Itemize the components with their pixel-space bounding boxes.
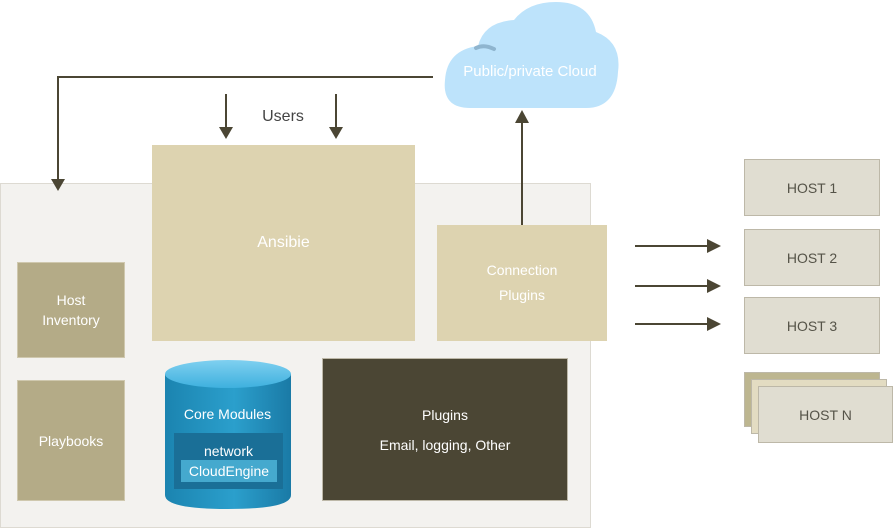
connection-plugins-line1: Connection	[486, 262, 558, 278]
plugins-title: Plugins	[422, 406, 468, 423]
cloudengine-label: CloudEngine	[181, 460, 277, 482]
ansible-box: Ansibie	[152, 145, 415, 341]
host-inventory-line1: Host	[56, 292, 86, 308]
connection-to-cloud-arrow	[515, 110, 529, 225]
network-label: network	[203, 443, 254, 459]
host-3-box: HOST 3	[744, 297, 880, 354]
cloud-label: Public/private Cloud	[463, 62, 597, 80]
host-2-box: HOST 2	[744, 229, 880, 286]
core-modules-label: Core Modules	[183, 406, 272, 422]
host-inventory-line2: Inventory	[42, 312, 100, 328]
host-arrow-1	[635, 239, 721, 253]
host-n-box: HOST N	[758, 386, 893, 443]
host-n-label: HOST N	[799, 406, 852, 423]
users-arrow-right	[329, 94, 343, 139]
host-arrow-3	[635, 317, 721, 331]
host-1-box: HOST 1	[744, 159, 880, 216]
ansible-label: Ansibie	[257, 234, 310, 251]
host-inventory-box: Host Inventory	[17, 262, 125, 358]
core-modules-cylinder	[165, 360, 291, 509]
host-1-label: HOST 1	[786, 179, 838, 196]
host-arrow-2	[635, 279, 721, 293]
users-arrow-left	[219, 94, 233, 139]
cloud-shape	[444, 2, 619, 108]
cloud-to-panel-arrow	[51, 76, 433, 191]
playbooks-box: Playbooks	[17, 380, 125, 501]
host-2-label: HOST 2	[786, 249, 838, 266]
host-3-label: HOST 3	[786, 317, 838, 334]
playbooks-label: Playbooks	[38, 432, 104, 449]
users-label: Users	[262, 108, 304, 125]
connection-plugins-box: Connection Plugins	[437, 225, 607, 341]
plugins-box: Plugins Email, logging, Other	[322, 358, 568, 501]
connection-plugins-line2: Plugins	[499, 287, 545, 303]
plugins-subtitle: Email, logging, Other	[379, 436, 511, 453]
